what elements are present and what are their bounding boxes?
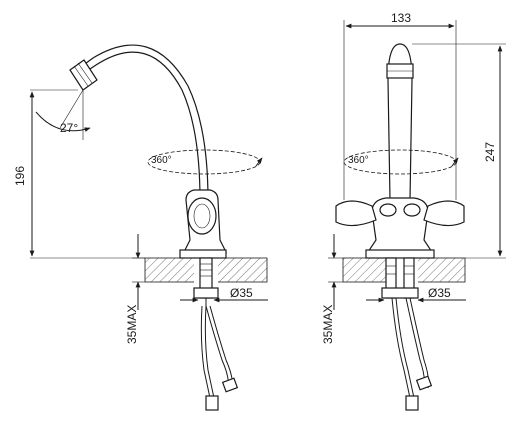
- side-aerator: [69, 59, 98, 91]
- front-spout: [387, 43, 413, 201]
- front-right-handle: [423, 200, 465, 227]
- front-view: 360° 133 247: [321, 11, 506, 411]
- front-width-label: 133: [391, 11, 411, 25]
- front-base: [365, 249, 435, 259]
- side-base: [179, 249, 227, 259]
- front-nut: [381, 287, 419, 299]
- front-rotation-label: 360°: [348, 155, 369, 166]
- side-hose-2: [200, 305, 211, 399]
- front-max-label: 35MAX: [321, 305, 335, 344]
- front-hose-fitting-2: [405, 395, 419, 411]
- front-body: [366, 197, 434, 253]
- side-spout: [73, 44, 209, 201]
- side-hose-fitting-1: [221, 377, 239, 393]
- front-height-label: 247: [483, 142, 497, 162]
- side-diameter-label: Ø35: [230, 286, 253, 300]
- front-hose-fitting-1: [415, 375, 433, 391]
- side-rotation-label: 360°: [151, 155, 172, 166]
- side-handle: [187, 197, 217, 235]
- side-height-label: 196: [13, 166, 27, 186]
- front-diameter-label: Ø35: [428, 286, 451, 300]
- side-hose-fitting-2: [205, 395, 219, 411]
- side-nut: [193, 287, 219, 299]
- front-hose-1: [391, 297, 411, 399]
- side-view: 360° 27° 196 35MAX Ø35: [13, 44, 268, 411]
- front-left-handle: [335, 200, 377, 227]
- side-angle-label: 27°: [60, 121, 78, 135]
- side-max-label: 35MAX: [125, 305, 139, 344]
